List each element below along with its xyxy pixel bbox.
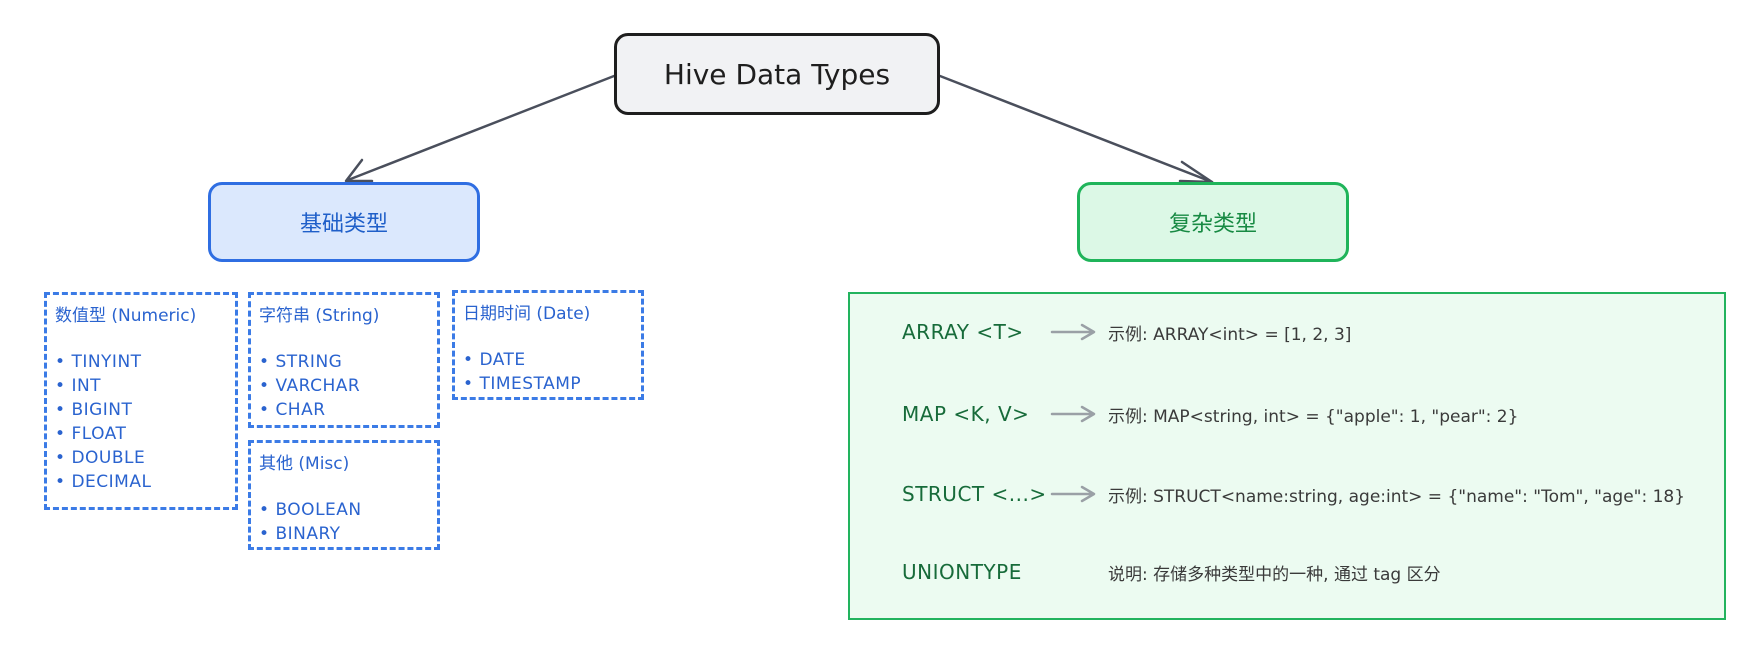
string-group-title: 字符串 (String) bbox=[259, 306, 380, 326]
numeric-group: 数值型 (Numeric) TINYINT INT BIGINT FLOAT D… bbox=[44, 292, 238, 510]
complex-types-label: 复杂类型 bbox=[1168, 212, 1257, 237]
complex-row-array: ARRAY <T> 示例: ARRAY<int> = [1, 2, 3] bbox=[850, 312, 1724, 352]
connector-root-to-complex bbox=[938, 74, 1214, 184]
date-group: 日期时间 (Date) DATE TIMESTAMP bbox=[452, 290, 644, 400]
list-item: CHAR bbox=[259, 398, 429, 422]
date-list: DATE TIMESTAMP bbox=[463, 348, 633, 396]
complex-types-panel: ARRAY <T> 示例: ARRAY<int> = [1, 2, 3] MAP… bbox=[848, 292, 1726, 620]
list-item: BOOLEAN bbox=[259, 498, 429, 522]
numeric-group-title: 数值型 (Numeric) bbox=[55, 306, 197, 326]
basic-types-node: 基础类型 bbox=[208, 182, 480, 262]
connector-root-to-basic bbox=[346, 74, 616, 182]
numeric-list: TINYINT INT BIGINT FLOAT DOUBLE DECIMAL bbox=[55, 350, 227, 494]
complex-types-node: 复杂类型 bbox=[1077, 182, 1349, 262]
complex-type-desc: 示例: ARRAY<int> = [1, 2, 3] bbox=[1108, 324, 1352, 345]
complex-type-name: MAP <K, V> bbox=[902, 402, 1030, 426]
complex-type-desc: 说明: 存储多种类型中的一种, 通过 tag 区分 bbox=[1108, 564, 1441, 585]
list-item: FLOAT bbox=[55, 422, 227, 446]
complex-row-struct: STRUCT <...> 示例: STRUCT<name:string, age… bbox=[850, 474, 1724, 514]
root-node-hive-data-types: Hive Data Types bbox=[614, 33, 940, 115]
complex-type-name: ARRAY <T> bbox=[902, 320, 1024, 344]
list-item: TIMESTAMP bbox=[463, 372, 633, 396]
list-item: STRING bbox=[259, 350, 429, 374]
list-item: VARCHAR bbox=[259, 374, 429, 398]
right-arrow-icon bbox=[1050, 323, 1096, 341]
list-item: BIGINT bbox=[55, 398, 227, 422]
list-item: DECIMAL bbox=[55, 470, 227, 494]
right-arrow-icon bbox=[1050, 485, 1096, 503]
list-item: INT bbox=[55, 374, 227, 398]
complex-type-desc: 示例: MAP<string, int> = {"apple": 1, "pea… bbox=[1108, 406, 1519, 427]
list-item: DATE bbox=[463, 348, 633, 372]
complex-type-name: STRUCT <...> bbox=[902, 482, 1047, 506]
complex-type-name: UNIONTYPE bbox=[902, 560, 1022, 584]
connector-arrowhead-basic bbox=[344, 158, 374, 183]
misc-group: 其他 (Misc) BOOLEAN BINARY bbox=[248, 440, 440, 550]
complex-type-desc: 示例: STRUCT<name:string, age:int> = {"nam… bbox=[1108, 486, 1686, 507]
string-group: 字符串 (String) STRING VARCHAR CHAR bbox=[248, 292, 440, 428]
date-group-title: 日期时间 (Date) bbox=[463, 304, 591, 324]
complex-row-map: MAP <K, V> 示例: MAP<string, int> = {"appl… bbox=[850, 394, 1724, 434]
misc-list: BOOLEAN BINARY bbox=[259, 498, 429, 546]
list-item: TINYINT bbox=[55, 350, 227, 374]
right-arrow-icon bbox=[1050, 405, 1096, 423]
list-item: DOUBLE bbox=[55, 446, 227, 470]
string-list: STRING VARCHAR CHAR bbox=[259, 350, 429, 422]
basic-types-label: 基础类型 bbox=[299, 212, 388, 237]
root-node-label: Hive Data Types bbox=[663, 57, 891, 91]
list-item: BINARY bbox=[259, 522, 429, 546]
complex-row-uniontype: UNIONTYPE 说明: 存储多种类型中的一种, 通过 tag 区分 bbox=[850, 552, 1724, 592]
misc-group-title: 其他 (Misc) bbox=[259, 454, 350, 474]
